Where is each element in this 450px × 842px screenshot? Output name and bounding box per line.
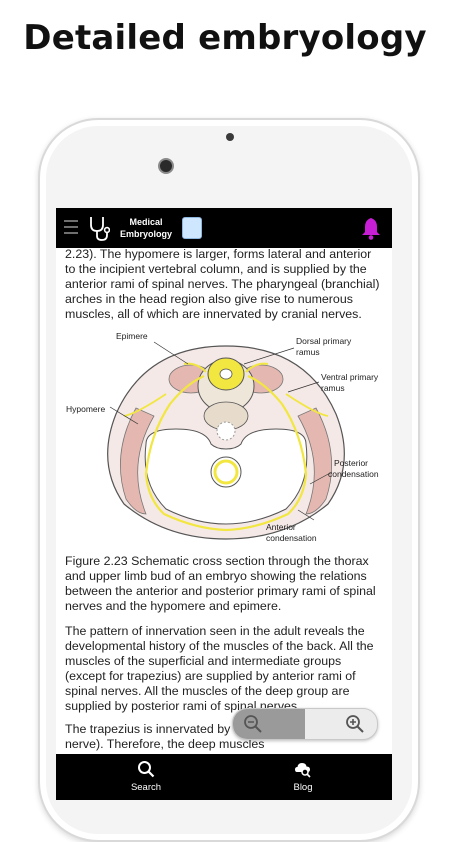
figure-caption: Figure 2.23 Schematic cross section thro… — [65, 554, 376, 613]
app-title-line2: Embryology — [119, 229, 172, 239]
app-logo-icon — [182, 217, 202, 239]
figure-label-hypomere: Hypomere — [66, 404, 105, 414]
figure-label-ventral-line2: ramus — [321, 383, 345, 393]
figure-label-ventral-line1: Ventral primary — [321, 372, 379, 382]
figure-label-posterior-line1: Posterior — [334, 458, 368, 468]
article-paragraph: The pattern of innervation seen in the a… — [65, 624, 374, 713]
menu-icon[interactable] — [64, 220, 78, 236]
search-icon — [138, 761, 155, 778]
app-title-line1: Medical — [129, 217, 163, 227]
nav-blog[interactable]: Blog — [263, 760, 343, 793]
figure-label-posterior-line2: condensation — [328, 469, 379, 479]
zoom-control — [232, 708, 378, 740]
embryo-cross-section-figure: Epimere Dorsal primary ramus Ventral pri… — [66, 331, 379, 543]
zoom-in-icon[interactable] — [345, 714, 365, 734]
app-title: Medical Embryology — [116, 216, 176, 240]
nav-search[interactable]: Search — [106, 760, 186, 793]
app-top-bar: Medical Embryology — [56, 208, 392, 248]
phone-camera — [158, 158, 174, 174]
figure-label-dorsal-line1: Dorsal primary — [296, 336, 352, 346]
promo-headline: Detailed embryology — [23, 18, 427, 58]
nav-search-label: Search — [130, 782, 162, 793]
bottom-navigation: Search Blog — [56, 754, 392, 800]
figure-label-anterior-line2: condensation — [266, 533, 317, 543]
stethoscope-icon — [90, 217, 110, 241]
article-content[interactable]: 2.23). The hypomere is larger, forms lat… — [56, 248, 392, 754]
zoom-out-icon — [244, 715, 262, 733]
nav-blog-label: Blog — [293, 782, 313, 793]
bell-icon[interactable] — [360, 216, 382, 240]
blog-search-icon — [295, 763, 311, 778]
app-screen: Medical Embryology 2.23). The hypomere i… — [56, 208, 392, 800]
figure-label-anterior-line1: Anterior — [266, 522, 296, 532]
figure-label-dorsal-line2: ramus — [296, 347, 320, 357]
zoom-out-button[interactable] — [233, 709, 305, 739]
article-paragraph: 2.23). The hypomere is larger, forms lat… — [65, 248, 380, 321]
figure-label-epimere: Epimere — [116, 331, 148, 341]
phone-speaker — [226, 133, 234, 141]
